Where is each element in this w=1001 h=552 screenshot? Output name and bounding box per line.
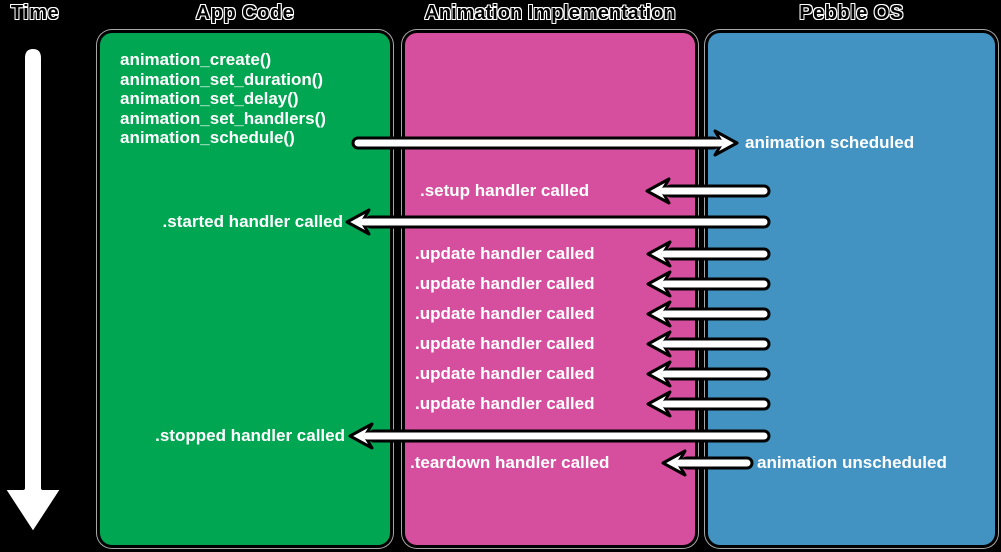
stopped-handler-label: .stopped handler called	[155, 426, 345, 445]
update-arrow	[638, 359, 780, 389]
function-call: animation_set_delay()	[120, 89, 299, 108]
update-handler-label: .update handler called	[415, 244, 595, 263]
update-arrow	[638, 389, 780, 419]
pebble-os-header: Pebble OS	[799, 2, 904, 24]
app-code-lane	[100, 33, 390, 545]
setup-arrow	[637, 176, 780, 206]
update-arrow	[638, 299, 780, 329]
function-call: animation_create()	[120, 50, 272, 69]
update-handler-label: .update handler called	[415, 334, 595, 353]
function-call: animation_set_handlers()	[120, 108, 326, 128]
update-arrow	[638, 269, 780, 299]
update-handler-label: .update handler called	[415, 364, 595, 383]
started-handler-label: .started handler called	[162, 212, 343, 231]
update-handler-label: .update handler called	[415, 304, 595, 323]
app-code-function-list: animation_create() animation_set_duratio…	[120, 50, 386, 148]
update-arrow	[638, 239, 780, 269]
update-arrow	[638, 329, 780, 359]
started-arrow	[337, 207, 780, 237]
stopped-arrow	[340, 421, 780, 451]
update-handler-label: .update handler called	[415, 394, 595, 413]
update-handler-label: .update handler called	[415, 274, 595, 293]
animation-implementation-lane	[405, 33, 695, 545]
animation-implementation-header: Animation Implementation	[424, 2, 676, 24]
function-call: animation_set_duration()	[120, 69, 324, 89]
time-down-arrow-icon	[1, 45, 65, 536]
setup-handler-label: .setup handler called	[420, 181, 590, 200]
teardown-handler-label: .teardown handler called	[410, 453, 610, 472]
schedule-arrow	[342, 128, 747, 158]
time-axis-header: Time	[10, 2, 60, 24]
animation-scheduled-label: animation scheduled	[745, 133, 915, 152]
animation-unscheduled-label: animation unscheduled	[757, 453, 947, 472]
app-code-header: App Code	[195, 2, 295, 24]
teardown-arrow	[653, 448, 763, 478]
function-call: animation_schedule()	[120, 128, 295, 147]
